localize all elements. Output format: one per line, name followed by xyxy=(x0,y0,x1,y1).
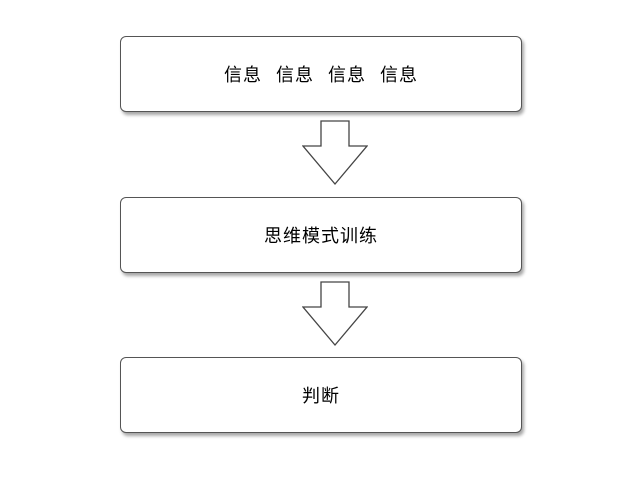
information-word-3: 信息 xyxy=(328,65,366,86)
flow-box-information: 信息 信息 信息 信息 xyxy=(120,36,522,112)
thinking-mode-training-label: 思维模式训练 xyxy=(264,226,378,247)
information-word-4: 信息 xyxy=(380,65,418,86)
information-word-2: 信息 xyxy=(276,65,314,86)
down-arrow-icon xyxy=(302,281,368,347)
information-word-1: 信息 xyxy=(224,65,262,86)
flow-box-thinking-mode-training: 思维模式训练 xyxy=(120,197,522,273)
information-label-group: 信息 信息 信息 信息 xyxy=(224,61,418,87)
judgment-label: 判断 xyxy=(302,386,340,407)
down-arrow-icon xyxy=(302,120,368,186)
flow-box-judgment: 判断 xyxy=(120,357,522,433)
